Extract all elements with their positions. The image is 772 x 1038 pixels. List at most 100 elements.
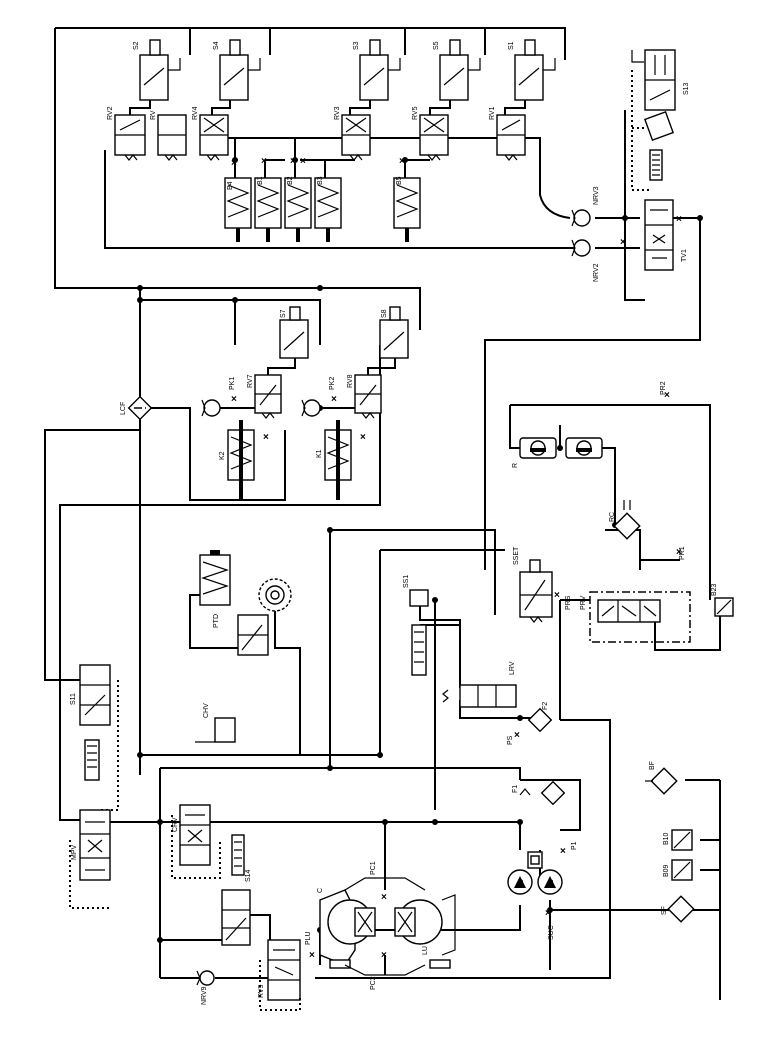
check-valve-pk2 [301, 399, 321, 417]
label-b09: B09 [663, 864, 670, 877]
label-sset: SSET [513, 546, 520, 565]
cylinder-k2 [227, 420, 255, 500]
label-s11: S11 [70, 693, 77, 705]
svg-text:×: × [290, 156, 296, 167]
label-nrv9: NRV9 [201, 986, 208, 1005]
label-s5: S5 [433, 41, 440, 50]
svg-text:×: × [381, 950, 387, 961]
valve-rv7 [254, 374, 282, 419]
label-pk2: PK2 [329, 377, 336, 390]
label-r: R [512, 463, 519, 468]
svg-text:×: × [231, 158, 237, 169]
solenoid-valve-s2 [139, 39, 181, 101]
valve-lrv [442, 684, 517, 708]
solenoid-valve-s4 [219, 39, 261, 101]
solenoid-valve-s8 [379, 306, 409, 359]
valve-rv1 [496, 114, 526, 161]
pipe-network [44, 27, 721, 1000]
label-rv3: RV3 [334, 106, 341, 120]
label-b23: B23 [711, 583, 718, 596]
label-b10: B10 [663, 832, 670, 845]
label-tv1: TV1 [681, 249, 688, 262]
component-labels: S2 S4 S3 S5 S1 S13 RV2 RV RV4 RV3 RV5 RV… [70, 41, 718, 1005]
valve-sset [519, 559, 553, 623]
label-k2: K2 [219, 451, 226, 460]
label-pr1: PR1 [679, 546, 686, 560]
svg-text:×: × [664, 390, 670, 401]
svg-text:×: × [399, 156, 405, 167]
label-prs: PRS [565, 595, 572, 610]
gear-wheel [258, 578, 292, 612]
label-lu: LU [422, 946, 429, 955]
svg-text:×: × [514, 730, 520, 741]
pump-p1 [537, 869, 563, 895]
label-b1: B1 [257, 176, 264, 185]
filter-bf [645, 767, 678, 795]
valve-mpv [79, 809, 111, 881]
label-s2: S2 [133, 41, 140, 50]
label-rv5: RV5 [412, 106, 419, 120]
label-sf: SF [661, 906, 668, 915]
label-pr2: PR2 [660, 381, 667, 395]
svg-text:×: × [309, 950, 315, 961]
label-s1: S1 [508, 41, 515, 50]
label-f1: F1 [512, 785, 519, 793]
cylinder-c [319, 889, 376, 969]
label-s14: S14 [245, 869, 252, 882]
valve-crv [179, 804, 211, 866]
svg-text:×: × [620, 237, 626, 248]
svg-text:×: × [360, 432, 366, 443]
valve-rv3 [341, 114, 371, 161]
label-suc: SUC [548, 925, 555, 940]
valve-rv [157, 114, 187, 161]
label-c: C [317, 888, 324, 893]
label-rv7: RV7 [247, 374, 254, 388]
solenoid-valve-s13 [631, 49, 676, 181]
cylinder-b1 [254, 177, 282, 242]
cylinder-b5 [393, 177, 421, 242]
label-lcf: LCF [120, 402, 127, 415]
valve-rv5 [419, 114, 449, 161]
rotary-actuator-r [519, 437, 603, 459]
svg-text:×: × [381, 892, 387, 903]
svg-text:×: × [261, 156, 267, 167]
label-s3: S3 [353, 41, 360, 50]
label-k1: K1 [316, 449, 323, 458]
label-s4: S4 [213, 41, 220, 50]
valve-rv8 [354, 374, 382, 419]
filter-f2 [527, 707, 553, 733]
svg-text:×: × [560, 846, 566, 857]
solenoid-valve-s7 [279, 306, 309, 359]
svg-text:×: × [676, 214, 682, 225]
valve-rv9 [267, 939, 301, 1001]
label-rv4: RV4 [192, 106, 199, 120]
sensor-b23 [714, 597, 734, 617]
label-crv: CRV [172, 817, 179, 832]
cylinder-b2 [284, 177, 312, 242]
svg-text:×: × [300, 156, 306, 167]
check-valve-nrv3 [571, 209, 591, 227]
label-pc2: PC2 [370, 976, 377, 990]
label-p1-pump: P1 [548, 879, 555, 888]
cylinder-b3 [314, 177, 342, 242]
label-rv2: RV2 [107, 106, 114, 120]
label-chv: CHV [203, 703, 210, 718]
label-b2: B2 [287, 176, 294, 185]
valve-tv1 [644, 199, 674, 271]
label-nrv3: NRV3 [593, 186, 600, 205]
sensor-b10 [671, 829, 693, 851]
solenoid-valve-s14 [221, 834, 251, 946]
label-rc: RC [609, 512, 616, 522]
label-pk1: PK1 [229, 377, 236, 390]
pump-p2 [507, 869, 533, 895]
label-ptd: PTD [213, 614, 220, 628]
cylinder-k1 [324, 420, 352, 500]
check-valve-nrv9 [196, 970, 215, 986]
label-plu: PLU [305, 931, 312, 945]
test-point-markers: ×× ×× ×× ×× ×× ×× ×× ×× ×× ×× [231, 156, 682, 961]
svg-text:×: × [263, 432, 269, 443]
label-s13: S13 [683, 82, 690, 95]
valve-ptd [237, 614, 269, 656]
